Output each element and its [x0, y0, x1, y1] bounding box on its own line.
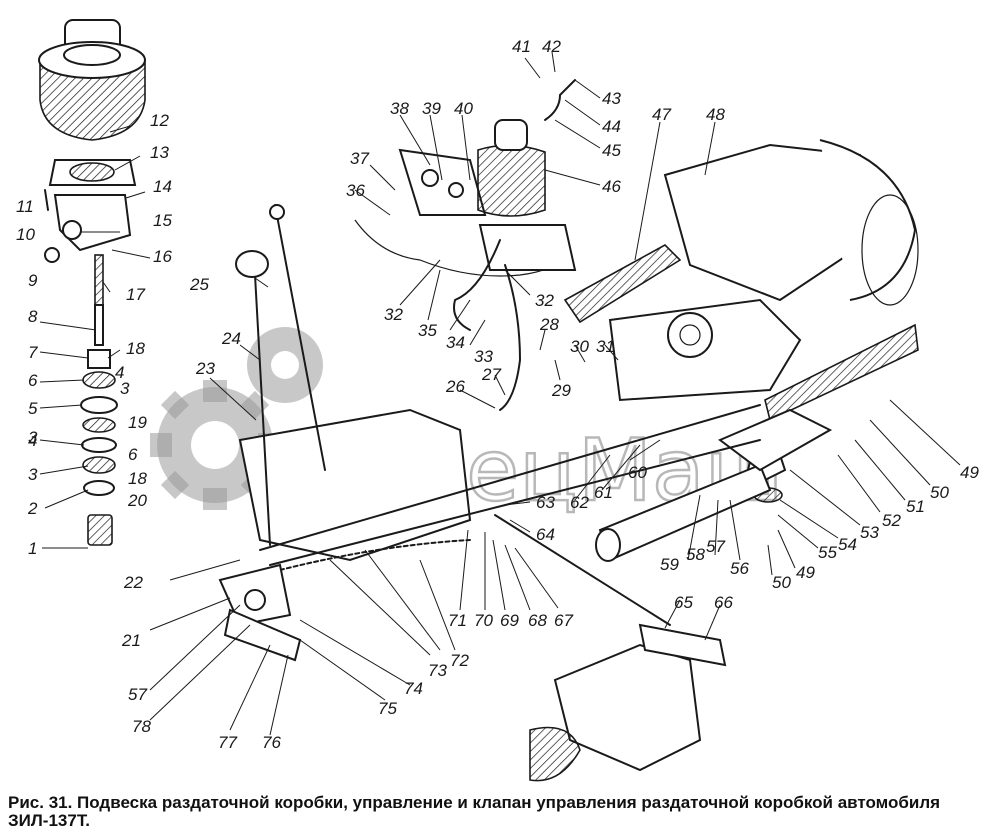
callout-20: 20 — [127, 491, 147, 510]
callout-58: 58 — [686, 545, 705, 564]
callout-15: 15 — [153, 211, 172, 230]
callout-64: 64 — [536, 525, 555, 544]
callout-49: 49 — [796, 563, 815, 582]
callout-56: 56 — [730, 559, 749, 578]
leader-lines — [39, 51, 961, 736]
callout-7: 7 — [28, 343, 38, 362]
callout-41: 41 — [512, 37, 531, 56]
exploded-assembly-drawing: СпецМаш — [16, 19, 979, 782]
callout-51: 51 — [906, 497, 925, 516]
callout-8: 8 — [28, 307, 38, 326]
callout-37: 37 — [350, 149, 369, 168]
callout-78: 78 — [132, 717, 151, 736]
figure-caption: Рис. 31. Подвеска раздаточной коробки, у… — [8, 793, 941, 830]
callout-18: 18 — [128, 469, 147, 488]
callout-36: 36 — [346, 181, 365, 200]
callout-77: 77 — [218, 733, 237, 752]
callout-65: 65 — [674, 593, 693, 612]
control-valve-assembly — [354, 79, 577, 411]
callout-35: 35 — [418, 321, 437, 340]
callout-5: 5 — [28, 399, 38, 418]
callout-18: 18 — [126, 339, 145, 358]
callout-3: 3 — [28, 465, 38, 484]
callout-42: 42 — [542, 37, 561, 56]
callout-31: 31 — [596, 337, 615, 356]
callout-9: 9 — [28, 271, 38, 290]
callout-76: 76 — [262, 733, 281, 752]
callout-4: 4 — [115, 363, 124, 382]
callout-57: 57 — [706, 537, 725, 556]
callout-39: 39 — [422, 99, 441, 118]
callout-24: 24 — [221, 329, 241, 348]
callout-26: 26 — [445, 377, 465, 396]
gearbox-and-levers — [218, 204, 761, 662]
callout-32: 32 — [535, 291, 554, 310]
callout-48: 48 — [706, 105, 725, 124]
callout-12: 12 — [150, 111, 169, 130]
callout-52: 52 — [882, 511, 901, 530]
callout-57: 57 — [128, 685, 147, 704]
callout-14: 14 — [153, 177, 172, 196]
callout-40: 40 — [454, 99, 473, 118]
callout-33: 33 — [474, 347, 493, 366]
callout-67: 67 — [554, 611, 573, 630]
callout-43: 43 — [602, 89, 621, 108]
callout-74: 74 — [404, 679, 423, 698]
callout-25: 25 — [189, 275, 209, 294]
callout-38: 38 — [390, 99, 409, 118]
callout-70: 70 — [474, 611, 493, 630]
callout-60: 60 — [628, 463, 647, 482]
callout-55: 55 — [818, 543, 837, 562]
callout-69: 69 — [500, 611, 519, 630]
callout-46: 46 — [602, 177, 621, 196]
callout-6: 6 — [28, 371, 38, 390]
callout-22: 22 — [123, 573, 143, 592]
callout-28: 28 — [539, 315, 559, 334]
callout-44: 44 — [602, 117, 621, 136]
lower-cylinder — [529, 623, 727, 782]
callout-50: 50 — [772, 573, 791, 592]
callout-32: 32 — [384, 305, 403, 324]
callout-75: 75 — [378, 699, 397, 718]
drive-shaft — [595, 408, 833, 562]
callout-72: 72 — [450, 651, 469, 670]
callout-71: 71 — [448, 611, 467, 630]
callout-50: 50 — [930, 483, 949, 502]
callout-66: 66 — [714, 593, 733, 612]
callout-1: 1 — [28, 539, 37, 558]
callout-73: 73 — [428, 661, 447, 680]
callout-68: 68 — [528, 611, 547, 630]
left-exploded-column — [38, 19, 146, 546]
callout-49: 49 — [960, 463, 979, 482]
callout-47: 47 — [652, 105, 671, 124]
callouts: 1 2 3 3 3 4 4 5 6 6 7 8 9 10 11 12 13 14… — [16, 37, 979, 752]
callout-4: 4 — [28, 431, 37, 450]
callout-19: 19 — [128, 413, 147, 432]
callout-53: 53 — [860, 523, 879, 542]
callout-3: 3 — [28, 428, 38, 447]
callout-10: 10 — [16, 225, 35, 244]
callout-62: 62 — [570, 493, 589, 512]
callout-17: 17 — [126, 285, 145, 304]
callout-2: 2 — [27, 499, 38, 518]
callout-3: 3 — [120, 379, 130, 398]
callout-23: 23 — [195, 359, 215, 378]
callout-29: 29 — [551, 381, 571, 400]
callout-6: 6 — [128, 445, 138, 464]
callout-16: 16 — [153, 247, 172, 266]
callout-11: 11 — [16, 197, 34, 216]
callout-21: 21 — [121, 631, 141, 650]
callout-27: 27 — [481, 365, 501, 384]
callout-61: 61 — [594, 483, 613, 502]
callout-30: 30 — [570, 337, 589, 356]
callout-34: 34 — [446, 333, 465, 352]
callout-59: 59 — [660, 555, 679, 574]
callout-13: 13 — [150, 143, 169, 162]
callout-54: 54 — [838, 535, 857, 554]
callout-45: 45 — [602, 141, 621, 160]
callout-63: 63 — [536, 493, 555, 512]
